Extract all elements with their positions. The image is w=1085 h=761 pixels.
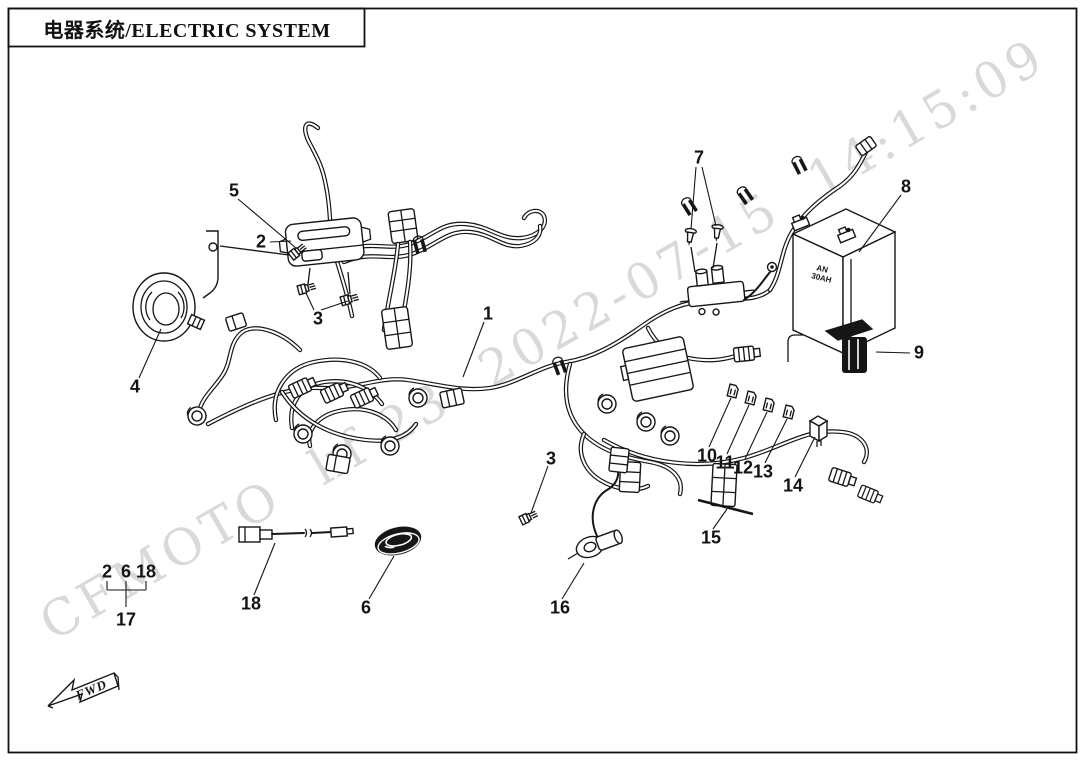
fuses [726,383,796,420]
relay [808,415,829,447]
speed-sensor [567,446,630,560]
fwd-arrow: FWD [47,672,120,709]
fuse-puller [824,319,874,373]
page-border [7,7,1078,754]
page-title: 电器系统/ELECTRIC SYSTEM [43,19,331,42]
fwd-arrow-label: FWD [72,676,109,703]
title-box-border [7,7,366,48]
bolts [219,241,540,526]
horn [132,230,219,342]
leader-lines [106,166,911,607]
diagnostic-cable [238,526,354,543]
ecu-module [278,217,372,295]
rod [697,498,754,516]
push-clips [682,223,725,273]
wiring-harness [185,121,885,508]
battery-label-line1: AN [816,263,830,275]
diagnostic-cap [374,526,422,556]
